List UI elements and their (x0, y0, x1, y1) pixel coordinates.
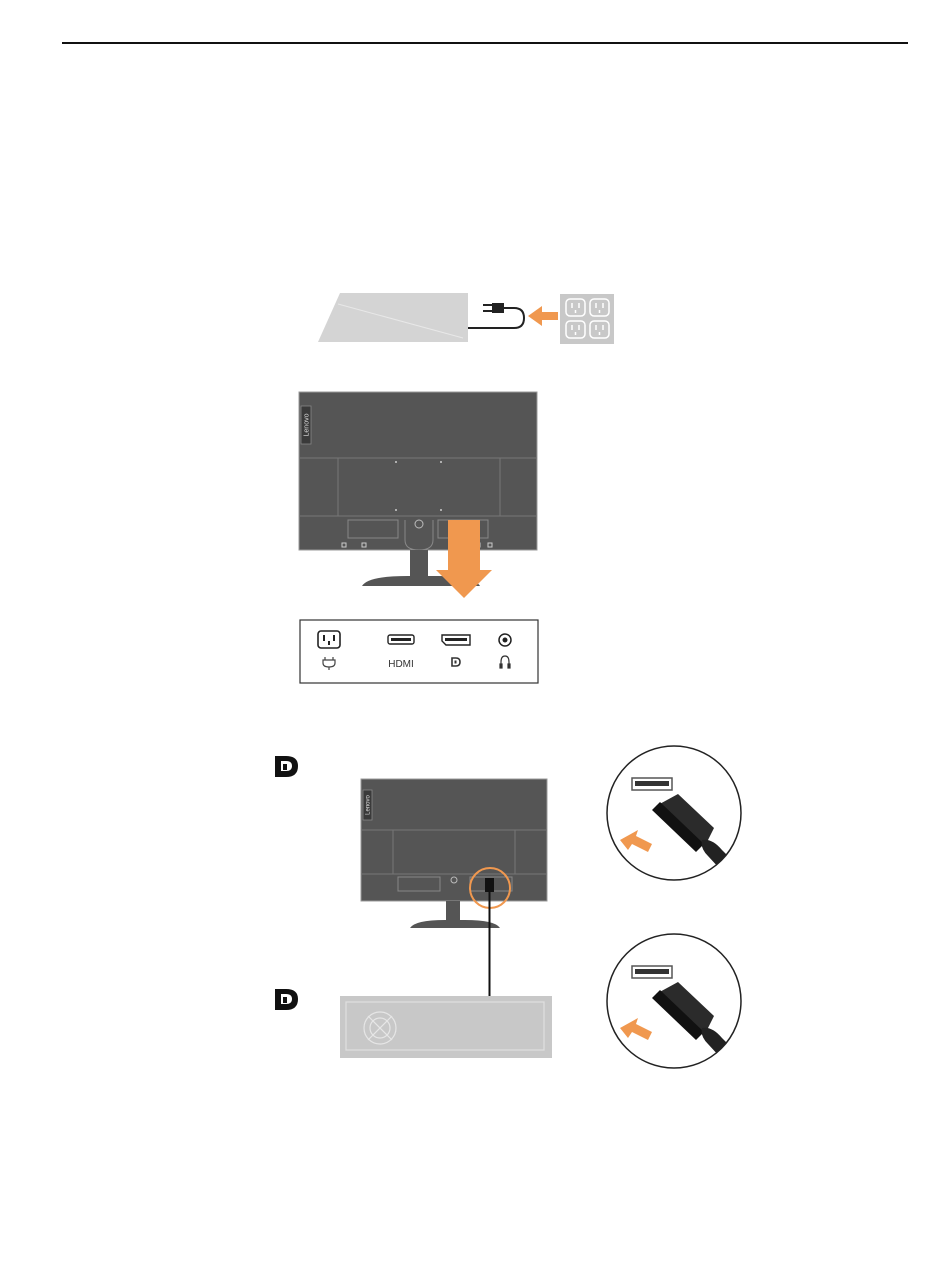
displayport-icon (272, 754, 302, 780)
monitor-back-illustration: Lenovo (298, 390, 540, 600)
hdmi-port-slot (391, 638, 411, 641)
displayport-port (442, 635, 470, 645)
zoom-detail-monitor-port (604, 744, 744, 882)
monitor-stand-neck (410, 550, 428, 578)
power-port (318, 631, 340, 648)
brand-label: Lenovo (304, 413, 311, 436)
headphone-port (499, 634, 511, 646)
header-rule (62, 42, 908, 44)
displayport-icon (272, 987, 302, 1013)
power-connection-illustration (318, 290, 618, 346)
monitor-base-silhouette (318, 293, 468, 342)
computer-rear-panel (340, 996, 552, 1058)
hdmi-label: HDMI (388, 659, 414, 670)
arrow-left-icon (528, 306, 558, 326)
zoom-detail-computer-port (604, 932, 744, 1070)
wall-outlet (560, 294, 614, 344)
power-plug-icon (483, 303, 504, 313)
monitor-back-panel (299, 392, 537, 550)
port-panel: HDMI (299, 619, 539, 685)
brand-label: Lenovo (366, 794, 372, 814)
cable-plug-top (485, 878, 494, 892)
arrow-down-shaft (448, 520, 480, 572)
